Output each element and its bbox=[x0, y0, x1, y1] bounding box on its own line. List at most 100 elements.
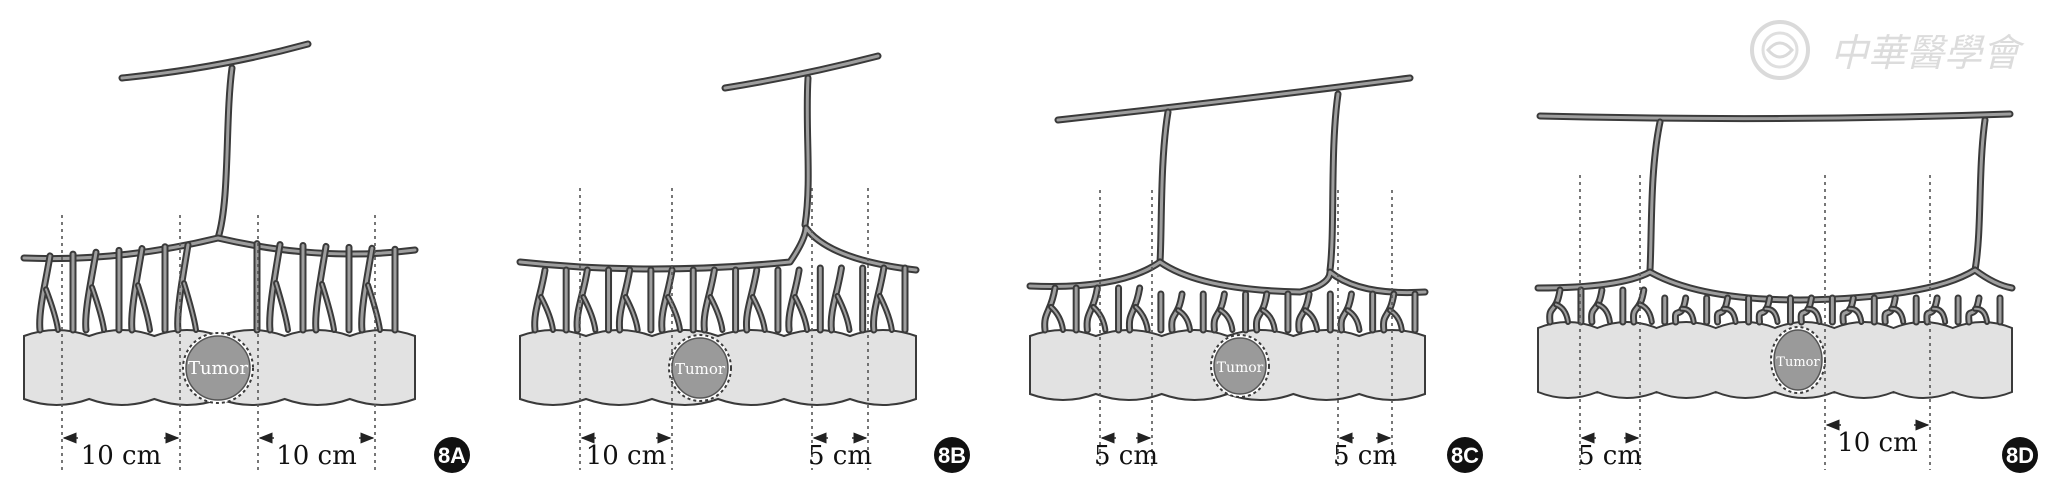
vasa-recta-branch-core bbox=[183, 282, 197, 331]
measure-label: 5 cm bbox=[1333, 441, 1397, 471]
vasa-recta-branch bbox=[580, 294, 599, 333]
vasa-recta-core bbox=[1590, 288, 1604, 324]
vasa-recta bbox=[82, 248, 100, 334]
vasa-recta-core bbox=[268, 243, 282, 332]
vasa-recta-branch-core bbox=[1092, 305, 1107, 331]
vasa-recta-branch bbox=[1930, 305, 1949, 325]
panel-badge-label: 8B bbox=[938, 443, 966, 468]
panels-layer: Tumor 10 cm 10 cm 8A Tumor 10 cm 5 cm 8B Tumor5 … bbox=[20, 40, 2038, 473]
vasa-recta-branch bbox=[1553, 301, 1571, 325]
vasa-recta bbox=[1630, 286, 1648, 326]
vasa-recta-branch bbox=[1175, 307, 1194, 333]
vasa-recta-core bbox=[314, 244, 328, 332]
vasa-recta-core bbox=[176, 243, 190, 332]
tumor-body bbox=[185, 335, 251, 401]
vasa-recta-branch bbox=[135, 282, 153, 333]
tumor-body bbox=[1773, 329, 1823, 391]
tumor-label: Tumor bbox=[1776, 355, 1820, 370]
vasa-recta-core bbox=[130, 247, 144, 332]
vasa-recta-branch-core bbox=[1304, 309, 1319, 331]
panel-badge-circle bbox=[434, 437, 470, 473]
vasa-recta-branch-outline bbox=[1132, 303, 1151, 333]
vasa-recta-core bbox=[1127, 286, 1142, 332]
vasa-recta bbox=[36, 252, 54, 334]
vessel-trunk-core bbox=[1538, 112, 2012, 121]
vasa-recta-branch-core bbox=[836, 294, 851, 331]
vasa-recta-core bbox=[1967, 296, 1981, 324]
vessel-trunk-core bbox=[723, 54, 880, 90]
vasa-recta-core bbox=[1254, 292, 1269, 332]
vasa-recta bbox=[1041, 284, 1059, 334]
measure-label: 10 cm bbox=[276, 441, 357, 471]
vasa-recta-branch-core bbox=[667, 296, 682, 331]
vasa-recta-core bbox=[1085, 286, 1099, 332]
vessel-branch-core bbox=[216, 66, 234, 240]
vasa-recta-branch bbox=[273, 280, 291, 333]
vasa-recta-branch bbox=[43, 286, 61, 333]
vasa-recta-core bbox=[1382, 292, 1396, 332]
vasa-recta-branch bbox=[622, 294, 641, 333]
panel-badge: 8C bbox=[1447, 437, 1483, 473]
vasa-recta-branch-core bbox=[1764, 307, 1779, 323]
vasa-recta-branch-core bbox=[878, 294, 893, 331]
vasa-recta-branch bbox=[1804, 305, 1823, 325]
marginal-arcade bbox=[20, 234, 419, 263]
panel-badge-label: 8A bbox=[438, 443, 466, 468]
vasa-recta-branch-core bbox=[1134, 305, 1149, 331]
vasa-recta bbox=[1797, 294, 1815, 326]
measure-label: 10 cm bbox=[1837, 428, 1918, 458]
measurement: 10 cm bbox=[1825, 419, 1930, 458]
tumor: Tumor bbox=[1770, 326, 1826, 394]
vessel-trunk bbox=[1054, 74, 1414, 124]
marginal-arcade-outline bbox=[516, 224, 920, 274]
vasa-recta bbox=[1755, 294, 1774, 326]
vasa-recta-branch bbox=[89, 284, 107, 333]
vasa-recta bbox=[1923, 294, 1941, 326]
vasa-recta bbox=[1881, 294, 1899, 326]
vessel-branch-left bbox=[1646, 118, 1664, 274]
vasa-recta-branch-core bbox=[1722, 307, 1737, 323]
vasa-recta-branch-core bbox=[1346, 309, 1361, 331]
vasa-recta bbox=[1380, 290, 1398, 334]
measurement: 10 cm bbox=[580, 432, 672, 471]
vasa-recta bbox=[700, 266, 718, 334]
vasa-recta-core bbox=[1925, 296, 1939, 324]
vasa-recta-core bbox=[1297, 292, 1311, 332]
vasa-recta bbox=[1295, 290, 1313, 334]
vessel-branch bbox=[214, 64, 236, 242]
marginal-arcade bbox=[516, 224, 920, 274]
tumor: Tumor bbox=[1210, 334, 1270, 398]
vasa-recta-branch-outline bbox=[1048, 303, 1066, 333]
vasa-recta-branch bbox=[707, 294, 726, 333]
vasa-recta-branch-core bbox=[1890, 307, 1905, 323]
watermark-text: 中華醫學會 bbox=[1830, 31, 2025, 75]
vasa-recta-branch bbox=[1344, 307, 1363, 333]
vasa-recta bbox=[1588, 286, 1606, 326]
vasa-recta-branch-core bbox=[1177, 309, 1192, 331]
tumor-label: Tumor bbox=[1217, 360, 1264, 376]
measure-label: 10 cm bbox=[81, 441, 162, 471]
vessel-branch-right bbox=[1971, 116, 1989, 274]
vasa-recta-branch-core bbox=[1261, 309, 1276, 331]
vessel-trunk bbox=[1536, 110, 2014, 123]
vasa-recta bbox=[827, 264, 845, 334]
vessel-branch-core bbox=[803, 76, 810, 227]
vasa-recta-core bbox=[829, 266, 843, 332]
vasa-recta-branch-core bbox=[582, 296, 597, 331]
panel-badge: 8A bbox=[434, 437, 470, 473]
vasa-recta bbox=[358, 244, 376, 334]
vasa-recta bbox=[742, 266, 761, 334]
vasa-recta-branch-core bbox=[321, 283, 335, 331]
watermark: 中華醫學會 bbox=[1750, 20, 2025, 80]
panel-badge: 8B bbox=[934, 437, 970, 473]
vasa-recta-branch bbox=[1090, 303, 1109, 333]
measurement: 10 cm bbox=[62, 432, 180, 471]
vasa-recta-branch bbox=[1259, 307, 1278, 333]
vasa-recta-branch-core bbox=[367, 284, 381, 331]
vasa-recta bbox=[1839, 294, 1857, 326]
vasa-recta-core bbox=[1548, 288, 1562, 324]
vasa-recta-branch bbox=[1302, 307, 1321, 333]
vessel-trunk-outline bbox=[118, 40, 312, 82]
